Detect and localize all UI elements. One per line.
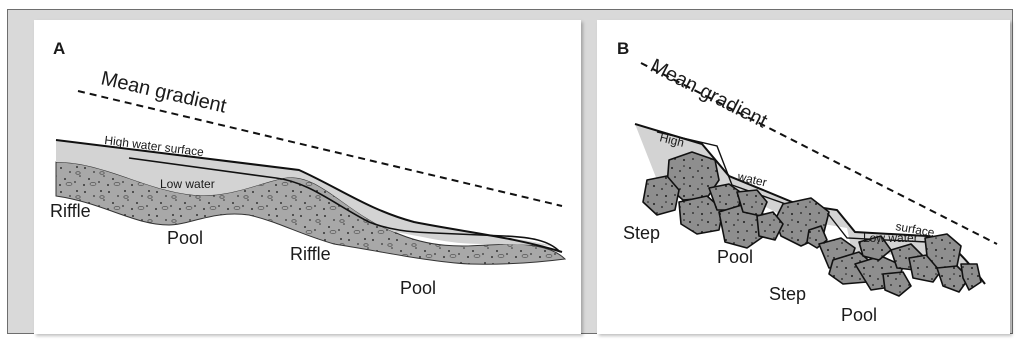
riffle-label-1: Riffle bbox=[50, 201, 91, 221]
step-label-2: Step bbox=[769, 284, 806, 304]
pool-label-1: Pool bbox=[167, 228, 203, 248]
pool-label-2: Pool bbox=[400, 278, 436, 298]
step-label-1: Step bbox=[623, 223, 660, 243]
panel-b-letter: B bbox=[617, 39, 629, 58]
panel-b: B Mean gradient bbox=[597, 20, 1010, 334]
pool-label-1: Pool bbox=[717, 247, 753, 267]
low-water-label: Low water bbox=[160, 177, 215, 191]
pool-label-2: Pool bbox=[841, 305, 877, 325]
riffle-label-2: Riffle bbox=[290, 244, 331, 264]
panel-a: A Mean gradient High water surface Low w… bbox=[34, 20, 581, 334]
mean-gradient-label: Mean gradient bbox=[647, 55, 771, 133]
mean-gradient-label: Mean gradient bbox=[99, 67, 229, 117]
riffle-pool-diagram: A Mean gradient High water surface Low w… bbox=[34, 20, 581, 334]
step-pool-diagram: B Mean gradient bbox=[597, 20, 1010, 334]
low-water-label: Low water bbox=[863, 231, 918, 245]
figure-frame: A Mean gradient High water surface Low w… bbox=[7, 9, 1013, 334]
boulders bbox=[643, 152, 981, 296]
panel-a-letter: A bbox=[53, 39, 65, 58]
